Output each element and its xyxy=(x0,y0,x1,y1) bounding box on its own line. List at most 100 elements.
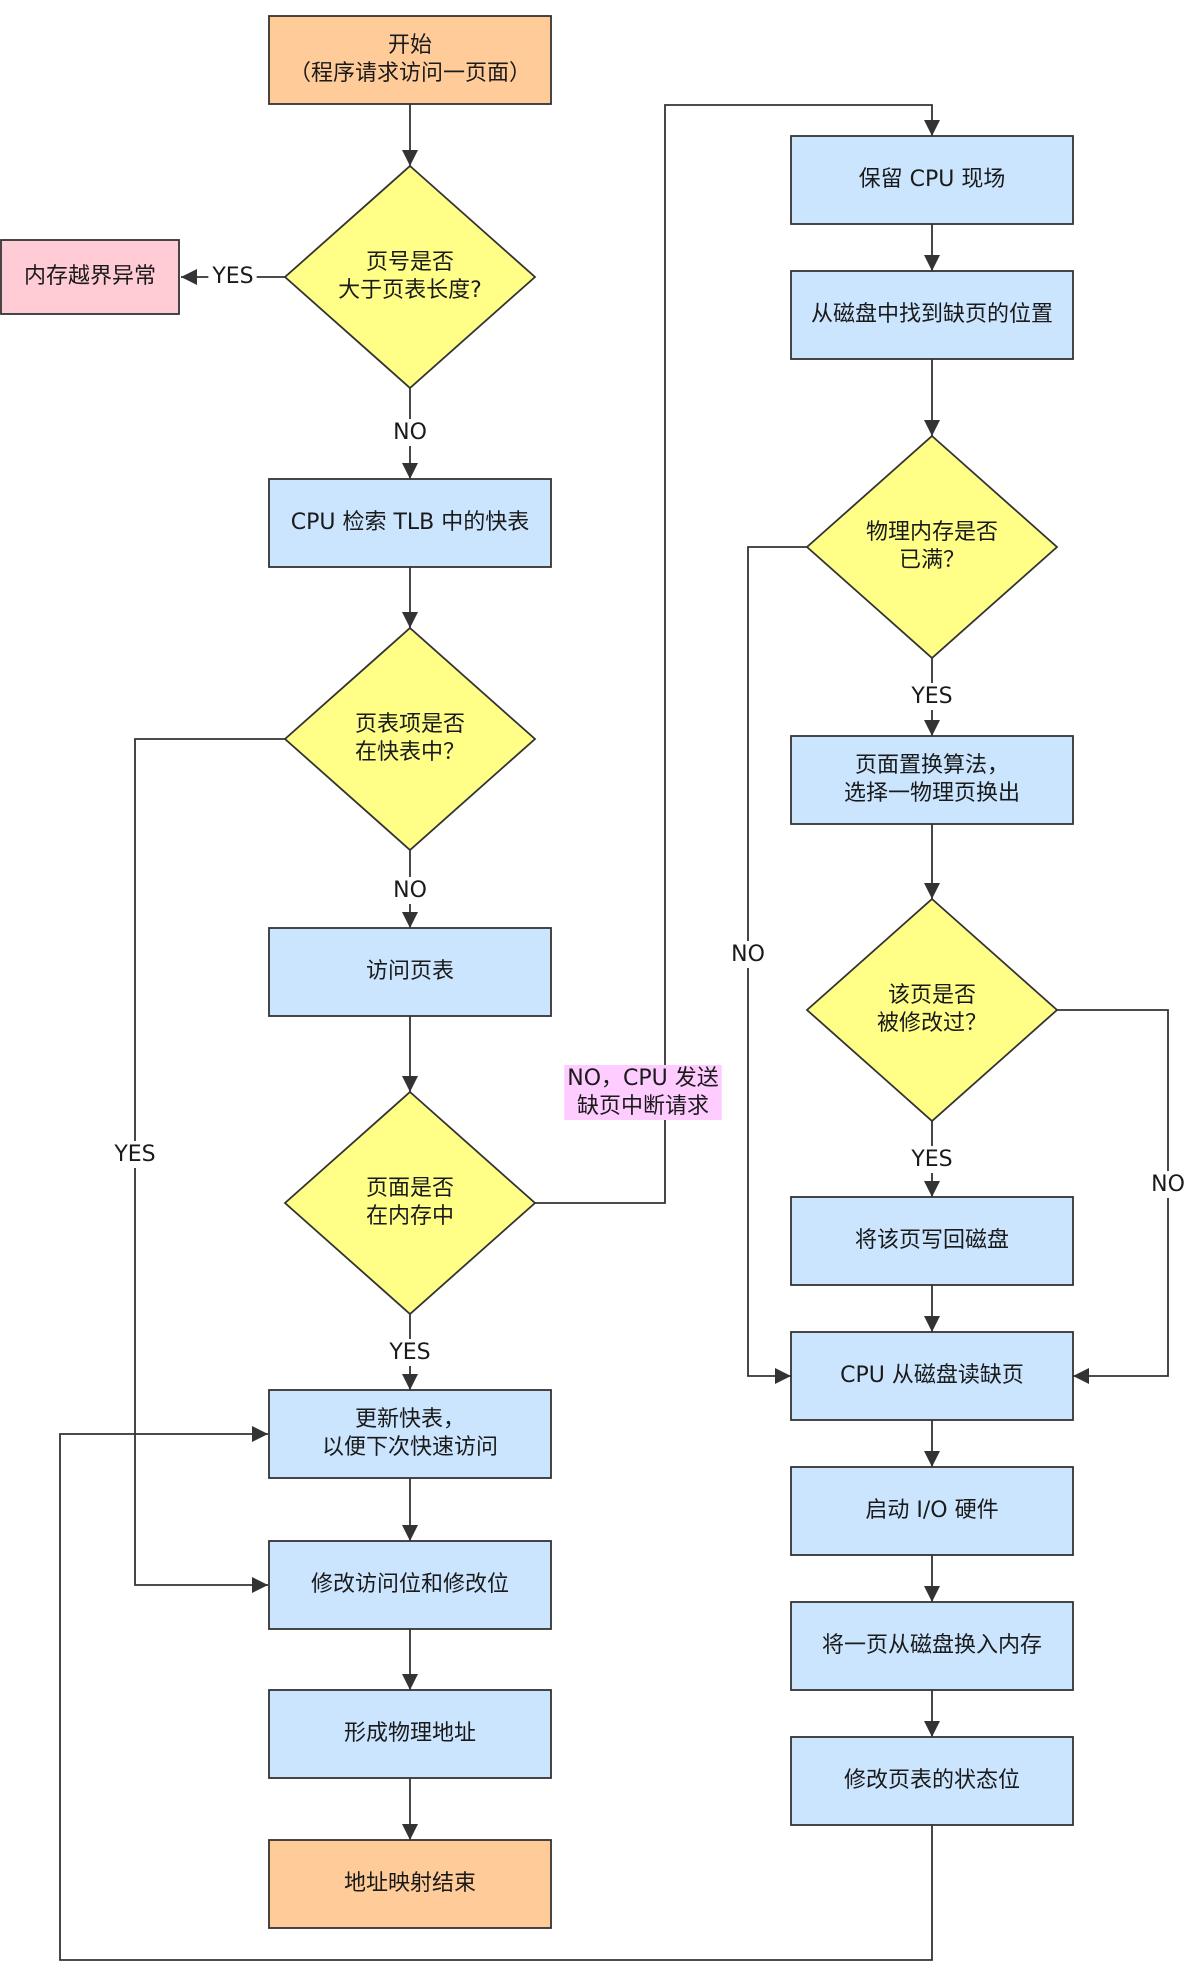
tlb-hit-check-decision-text-0: 页表项是否 xyxy=(355,712,465,737)
end-node-text-0: 地址映射结束 xyxy=(344,1871,476,1896)
form-physical-address-node-text-0: 形成物理地址 xyxy=(344,1721,476,1746)
modified-no-label-background xyxy=(1148,1171,1188,1198)
update-page-table-status-node-text-0: 修改页表的状态位 xyxy=(844,1768,1020,1793)
find-on-disk-node-text-0: 从磁盘中找到缺页的位置 xyxy=(811,302,1053,327)
page-fault-label-text-0: NO，CPU 发送 xyxy=(567,1066,719,1091)
tlb-no-label-text-0: NO xyxy=(393,878,427,903)
bounds-yes-label-text-0: YES xyxy=(211,264,253,289)
start-io-node: 启动 I/O 硬件 xyxy=(790,1466,1074,1556)
page-fault-label-text-1: 缺页中断请求 xyxy=(577,1094,709,1119)
page-in-memory-check-decision-text-0: 页面是否 xyxy=(366,1176,454,1201)
in-memory-yes-label-background xyxy=(385,1339,434,1366)
start-io-node-text-0: 启动 I/O 硬件 xyxy=(865,1498,998,1523)
start-io-node-shape xyxy=(790,1466,1074,1556)
write-back-node: 将该页写回磁盘 xyxy=(790,1196,1074,1286)
access-page-table-node: 访问页表 xyxy=(268,927,552,1017)
end-node-shape xyxy=(268,1839,552,1929)
find-on-disk-node-shape xyxy=(790,270,1074,360)
full-no-label: NO xyxy=(728,941,768,968)
page-replacement-node-shape xyxy=(790,735,1074,825)
out-of-bounds-node-shape xyxy=(0,239,180,315)
modify-bits-node-shape xyxy=(268,1540,552,1630)
modify-bits-node-text-0: 修改访问位和修改位 xyxy=(311,1572,509,1597)
tlb-yes-label-background xyxy=(110,1141,159,1168)
update-page-table-status-node: 修改页表的状态位 xyxy=(790,1736,1074,1826)
page-in-memory-check-decision-text-1: 在内存中 xyxy=(366,1204,454,1229)
tlb-yes-label-text-0: YES xyxy=(113,1142,155,1167)
find-on-disk-node: 从磁盘中找到缺页的位置 xyxy=(790,270,1074,360)
cpu-read-disk-node-shape xyxy=(790,1331,1074,1421)
page-modified-check-decision-text-0: 该页是否 xyxy=(888,983,976,1008)
swap-in-node-text-0: 将一页从磁盘换入内存 xyxy=(822,1633,1042,1658)
update-tlb-node: 更新快表， 以便下次快速访问 xyxy=(268,1389,552,1479)
bounds-no-label: NO xyxy=(390,419,430,446)
access-page-table-node-shape xyxy=(268,927,552,1017)
tlb-hit-check-decision-text-1: 在快表中？ xyxy=(355,740,465,765)
out-of-bounds-node-text-0: 内存越界异常 xyxy=(24,264,156,289)
page-number-check-decision-text-1: 大于页表长度? xyxy=(338,278,482,303)
modified-yes-label-background xyxy=(907,1146,956,1173)
cpu-read-disk-node: CPU 从磁盘读缺页 xyxy=(790,1331,1074,1421)
edge-page-fault xyxy=(535,104,941,1204)
tlb-no-label-background xyxy=(390,877,430,904)
bounds-yes-label: YES xyxy=(208,263,257,290)
save-cpu-state-node-text-0: 保留 CPU 现场 xyxy=(859,167,1006,192)
full-yes-label-background xyxy=(907,683,956,710)
bounds-no-label-text-0: NO xyxy=(393,420,427,445)
tlb-hit-check-decision-shape xyxy=(283,626,537,852)
page-modified-check-decision-shape xyxy=(805,897,1059,1123)
modified-yes-label: YES xyxy=(907,1146,956,1173)
modify-bits-node: 修改访问位和修改位 xyxy=(268,1540,552,1630)
search-tlb-node: CPU 检索 TLB 中的快表 xyxy=(268,478,552,568)
form-physical-address-node-shape xyxy=(268,1689,552,1779)
page-fault-label-background xyxy=(564,1065,722,1120)
edge-status-loop-back xyxy=(59,1425,933,1961)
in-memory-yes-label: YES xyxy=(385,1339,434,1366)
start-node: 开始（程序请求访问一页面） xyxy=(268,15,552,105)
out-of-bounds-node: 内存越界异常 xyxy=(0,239,180,315)
search-tlb-node-shape xyxy=(268,478,552,568)
full-no-label-background xyxy=(728,941,768,968)
page-replacement-node-text-0: 页面置换算法， xyxy=(855,753,1009,778)
swap-in-node-shape xyxy=(790,1601,1074,1691)
memory-full-check-decision-shape xyxy=(805,434,1059,660)
tlb-yes-label: YES xyxy=(110,1141,159,1168)
memory-full-check-decision-text-1: 已满？ xyxy=(899,548,965,573)
memory-full-check-decision-text-0: 物理内存是否 xyxy=(866,520,998,545)
page-number-check-decision-shape xyxy=(283,164,537,390)
access-page-table-node-text-0: 访问页表 xyxy=(366,959,454,984)
search-tlb-node-text-0: CPU 检索 TLB 中的快表 xyxy=(291,510,530,535)
modified-no-label: NO xyxy=(1148,1171,1188,1198)
in-memory-yes-label-text-0: YES xyxy=(388,1340,430,1365)
tlb-no-label: NO xyxy=(390,877,430,904)
form-physical-address-node: 形成物理地址 xyxy=(268,1689,552,1779)
end-node: 地址映射结束 xyxy=(268,1839,552,1929)
modified-no-label-text-0: NO xyxy=(1151,1172,1185,1197)
page-number-check-decision-text-0: 页号是否 xyxy=(366,250,454,275)
write-back-node-shape xyxy=(790,1196,1074,1286)
save-cpu-state-node: 保留 CPU 现场 xyxy=(790,135,1074,225)
write-back-node-text-0: 将该页写回磁盘 xyxy=(855,1228,1009,1253)
cpu-read-disk-node-text-0: CPU 从磁盘读缺页 xyxy=(840,1363,1024,1388)
page-replacement-node-text-1: 选择一物理页换出 xyxy=(844,781,1020,806)
page-replacement-node: 页面置换算法， 选择一物理页换出 xyxy=(790,735,1074,825)
update-tlb-node-text-1: 以便下次快速访问 xyxy=(322,1435,498,1460)
full-yes-label: YES xyxy=(907,683,956,710)
swap-in-node: 将一页从磁盘换入内存 xyxy=(790,1601,1074,1691)
start-node-text-0: 开始 xyxy=(388,33,432,58)
modified-yes-label-text-0: YES xyxy=(910,1147,952,1172)
save-cpu-state-node-shape xyxy=(790,135,1074,225)
start-node-shape xyxy=(268,15,552,105)
full-no-label-text-0: NO xyxy=(731,942,765,967)
update-tlb-node-text-0: 更新快表， xyxy=(355,1407,465,1432)
bounds-yes-label-background xyxy=(208,263,257,290)
